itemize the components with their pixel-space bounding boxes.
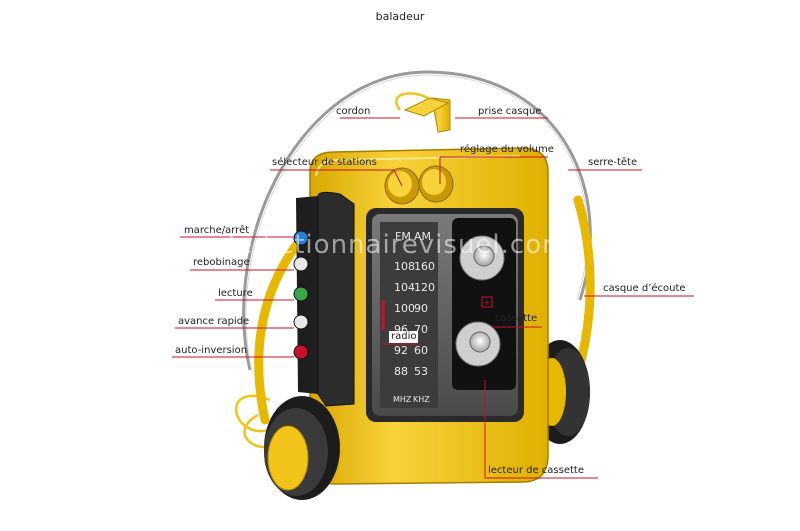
dial-am-value: 160 — [414, 260, 435, 273]
dial-am-value: 60 — [414, 344, 428, 357]
dial-am-value: 53 — [414, 365, 428, 378]
dial-fm-value: 100 — [394, 302, 415, 315]
label-selecteur-stations: sélecteur de stations — [272, 157, 377, 168]
dial-am-value: 120 — [414, 281, 435, 294]
diagram-title: baladeur — [375, 10, 425, 23]
dial-fm-value: 108 — [394, 260, 415, 273]
dial-fm-value: 88 — [394, 365, 408, 378]
label-cordon: cordon — [336, 106, 371, 117]
svg-text:+: + — [484, 298, 491, 307]
cassette-reel-bottom — [455, 321, 501, 367]
dial-unit-am: KHZ — [413, 395, 430, 404]
dial-unit-fm: MHZ — [393, 395, 412, 404]
watermark: ledictionnairevisuel.com — [228, 230, 569, 260]
label-radio: radio — [389, 331, 419, 343]
play-button — [293, 286, 309, 302]
power-button — [293, 230, 309, 246]
fast-forward-button — [293, 314, 309, 330]
left-earphone — [264, 396, 340, 500]
leader-lines — [172, 117, 694, 479]
walkman-body: + — [293, 147, 549, 485]
label-prise-casque: prise casque — [478, 106, 542, 117]
label-reglage-volume: réglage du volume — [460, 144, 554, 155]
dial-band-am: AM — [414, 230, 431, 243]
volume-knob — [418, 165, 454, 203]
auto-reverse-button — [293, 344, 309, 360]
headphone-jack — [403, 97, 451, 133]
dial-am-value: 90 — [414, 302, 428, 315]
headband — [242, 70, 592, 371]
label-lecteur-cassette: lecteur de cassette — [488, 465, 585, 476]
label-serre-tete: serre-tête — [588, 157, 638, 168]
label-lecture: lecture — [218, 288, 253, 299]
label-marche-arret: marche/arrêt — [184, 225, 250, 236]
rewind-button — [293, 256, 309, 272]
label-auto-inversion: auto-inversion — [175, 345, 248, 356]
label-avance-rapide: avance rapide — [178, 316, 250, 327]
label-cassette: cassette — [495, 313, 538, 324]
dial-band-fm: FM — [395, 230, 411, 243]
cassette-reel-top — [459, 235, 505, 281]
radio-dial — [380, 222, 438, 408]
dial-fm-value: 92 — [394, 344, 408, 357]
dial-fm-value: 104 — [394, 281, 415, 294]
label-rebobinage: rebobinage — [193, 257, 250, 268]
label-casque-ecoute: casque d’écoute — [603, 283, 686, 294]
